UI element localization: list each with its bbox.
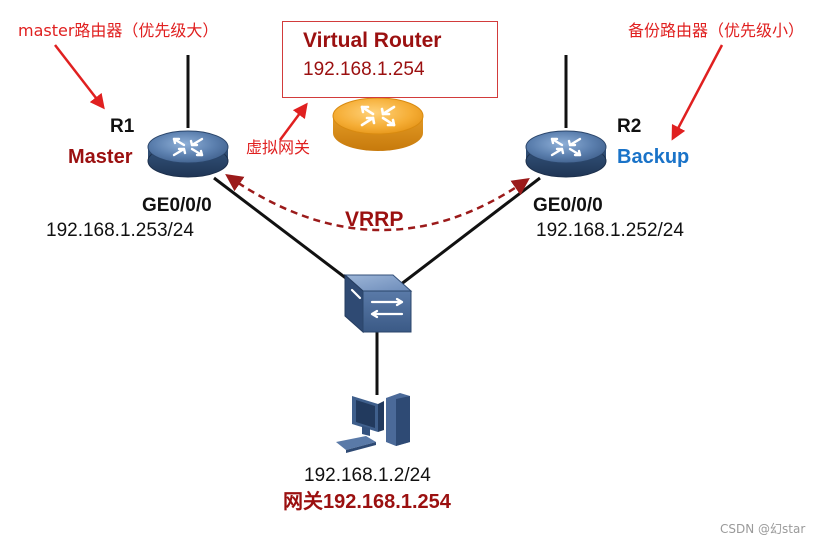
router-r2-role: Backup — [617, 146, 690, 168]
router-r1-role: Master — [68, 146, 133, 168]
host-computer-icon — [336, 393, 410, 453]
virtual-router-icon — [332, 97, 424, 151]
switch-icon — [343, 273, 413, 334]
vrrp-label: VRRP — [345, 208, 404, 231]
backup-priority-note: 备份路由器（优先级小） — [628, 21, 805, 40]
virtual-router-ip: 192.168.1.254 — [303, 59, 425, 80]
host-ip: 192.168.1.2/24 — [304, 465, 431, 486]
virtual-router-box: Virtual Router 192.168.1.254 — [282, 21, 498, 98]
router-r2-icon — [525, 130, 607, 178]
virtual-gateway-note-arrow — [278, 102, 308, 141]
router-r1-interface: GE0/0/0 — [142, 195, 212, 216]
host-gateway: 网关192.168.1.254 — [283, 491, 451, 513]
router-r2-id: R2 — [617, 116, 642, 137]
router-r1-icon — [147, 130, 229, 178]
watermark: CSDN @幻star — [720, 522, 806, 536]
vrrp-arrow — [225, 173, 530, 232]
master-priority-note: master路由器（优先级大） — [18, 21, 219, 40]
master-note-arrow — [54, 44, 105, 110]
backup-note-arrow — [671, 44, 724, 141]
router-r2-ip: 192.168.1.252/24 — [536, 220, 684, 241]
virtual-router-title: Virtual Router — [303, 29, 442, 52]
r1-switch-link — [213, 176, 356, 287]
router-r1-ip: 192.168.1.253/24 — [46, 220, 194, 241]
router-r2-interface: GE0/0/0 — [533, 195, 603, 216]
virtual-gateway-note: 虚拟网关 — [246, 138, 311, 157]
r2-switch-link — [399, 176, 541, 287]
router-r1-id: R1 — [110, 116, 135, 137]
